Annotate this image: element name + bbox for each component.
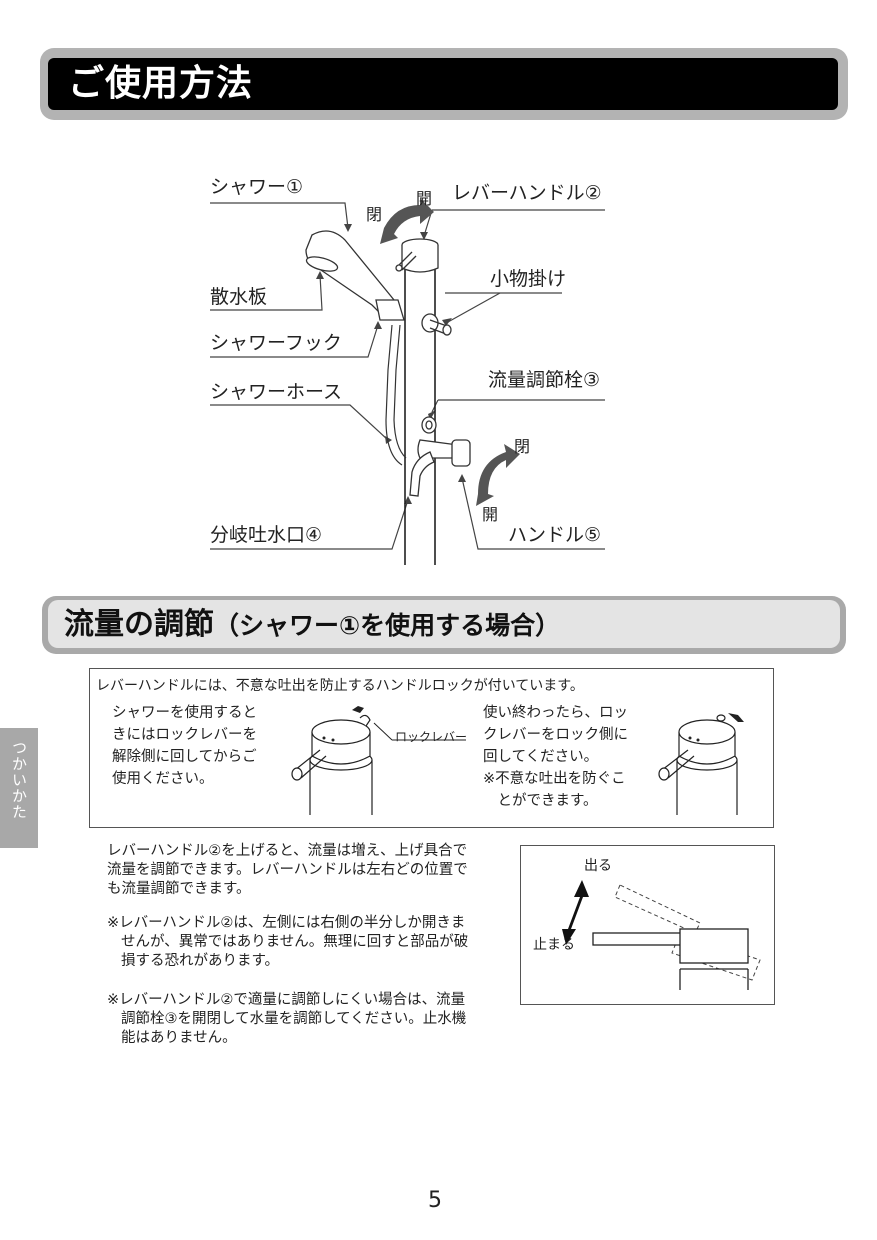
- faucet-diagram: [210, 198, 605, 565]
- section-title: ご使用方法: [68, 63, 254, 104]
- paragraph-flow-adjust: レバーハンドル②を上げると、流量は増え、上げ具合で 流量を調節できます。レバーハ…: [107, 843, 468, 897]
- label-shower-hose: シャワーホース: [210, 381, 343, 403]
- subsection-title: 流量の調節（シャワー①を使用する場合）: [64, 604, 560, 647]
- label-handle: ハンドル⑤: [508, 524, 602, 546]
- handle-diagram-box: [520, 845, 775, 1005]
- note-left-half: ※レバーハンドル②は、左側には右側の半分しか開きま せんが、異常ではありません。…: [107, 915, 469, 969]
- subsection-title-inner: [48, 600, 840, 648]
- handle-diagram: [562, 880, 761, 990]
- label-small-hook: 小物掛け: [490, 268, 567, 290]
- label-shower-hook: シャワーフック: [210, 332, 342, 354]
- lock-info-box: [89, 668, 774, 828]
- label-handle-close: 閉: [514, 437, 531, 456]
- label-lever-handle: レバーハンドル②: [452, 182, 602, 204]
- subsection-title-main: 流量の調節: [64, 607, 214, 642]
- lock-right-text: 使い終わったら、ロッ クレバーをロック側に 回してください。 ※不意な吐出を防ぐ…: [483, 705, 628, 809]
- subsection-title-sub: （シャワー①を使用する場合）: [214, 611, 561, 640]
- label-lever-open: 開: [416, 189, 433, 208]
- section-title-inner: [48, 58, 838, 110]
- lock-left-text: シャワーを使用すると きにはロックレバーを 解除側に回してからご 使用ください。: [112, 705, 257, 787]
- label-lever-close: 閉: [366, 205, 383, 224]
- note-flow-valve: ※レバーハンドル②で適量に調節しにくい場合は、流量 調節栓③を開閉して水量を調節…: [107, 992, 467, 1046]
- side-tab-label: つかいかた: [10, 740, 28, 820]
- label-flow-valve: 流量調節栓③: [488, 369, 601, 391]
- side-tab: [0, 728, 38, 848]
- label-handle-open: 開: [482, 505, 499, 524]
- lock-info-heading: レバーハンドルには、不意な吐出を防止するハンドルロックが付いています。: [96, 678, 584, 694]
- label-flow-off: 止まる: [533, 937, 575, 953]
- label-spray-plate: 散水板: [210, 286, 268, 308]
- lock-illustrations: [291, 706, 744, 815]
- label-branch-spout: 分岐吐水口④: [210, 524, 323, 546]
- label-shower: シャワー①: [210, 176, 304, 198]
- page-number: 5: [428, 1188, 442, 1213]
- label-flow-on: 出る: [584, 858, 612, 874]
